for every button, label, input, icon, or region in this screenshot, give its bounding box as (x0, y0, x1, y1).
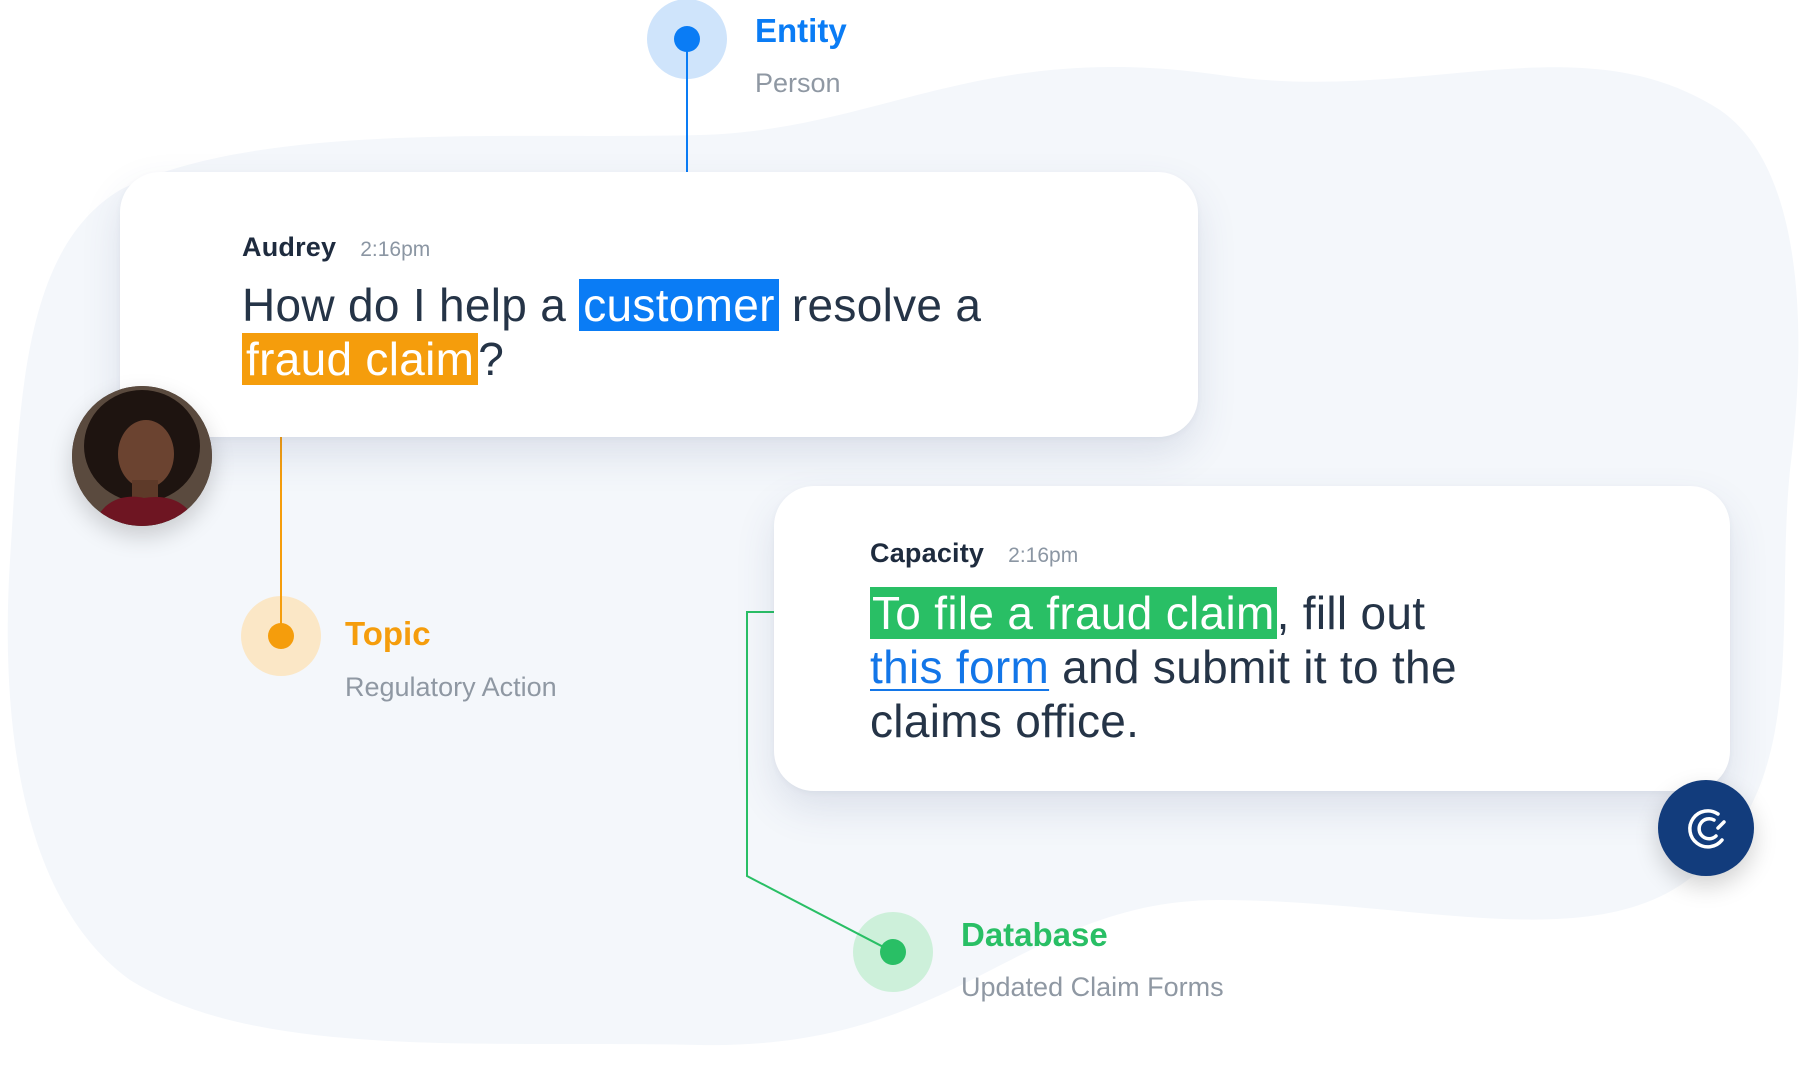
capacity-logo-icon (1688, 809, 1726, 849)
form-link[interactable]: this form (870, 641, 1050, 693)
user-text-part1: How do I help a (242, 279, 580, 331)
bot-sender-name: Capacity (870, 538, 985, 568)
bot-text-part1: , fill out (1276, 587, 1426, 639)
user-text-end: ? (478, 333, 505, 385)
topic-label-title: Topic (345, 615, 431, 652)
bot-message-text: To file a fraud claim, fill out this form… (870, 586, 1690, 748)
entity-label-title: Entity (755, 12, 847, 49)
topic-highlight[interactable]: fraud claim (242, 333, 479, 385)
bot-message-meta: Capacity 2:16pm (870, 538, 1078, 569)
bot-message-time: 2:16pm (1008, 544, 1079, 567)
bot-message-card: Capacity 2:16pm To file a fraud claim, f… (774, 486, 1730, 791)
user-message-meta: Audrey 2:16pm (242, 232, 430, 263)
entity-highlight[interactable]: customer (579, 279, 779, 331)
user-text-part2: resolve a (778, 279, 982, 331)
bot-text-part3: claims office. (870, 695, 1140, 747)
person-photo-avatar-icon (72, 386, 212, 526)
database-label-subtitle: Updated Claim Forms (961, 972, 1224, 1002)
user-avatar (72, 386, 212, 526)
entity-label-subtitle: Person (755, 68, 841, 98)
topic-label-subtitle: Regulatory Action (345, 672, 557, 702)
user-sender-name: Audrey (242, 232, 337, 262)
database-label-title: Database (961, 916, 1108, 953)
bot-text-part2: and submit it to the (1049, 641, 1457, 693)
database-highlight[interactable]: To file a fraud claim (870, 587, 1277, 639)
database-marker-dot (880, 939, 906, 965)
user-message-text: How do I help a customer resolve a fraud … (242, 278, 1142, 386)
entity-marker-dot (674, 26, 700, 52)
user-message-card: Audrey 2:16pm How do I help a customer r… (120, 172, 1198, 437)
topic-marker-dot (268, 623, 294, 649)
bot-avatar (1658, 780, 1754, 876)
user-message-time: 2:16pm (360, 238, 431, 261)
